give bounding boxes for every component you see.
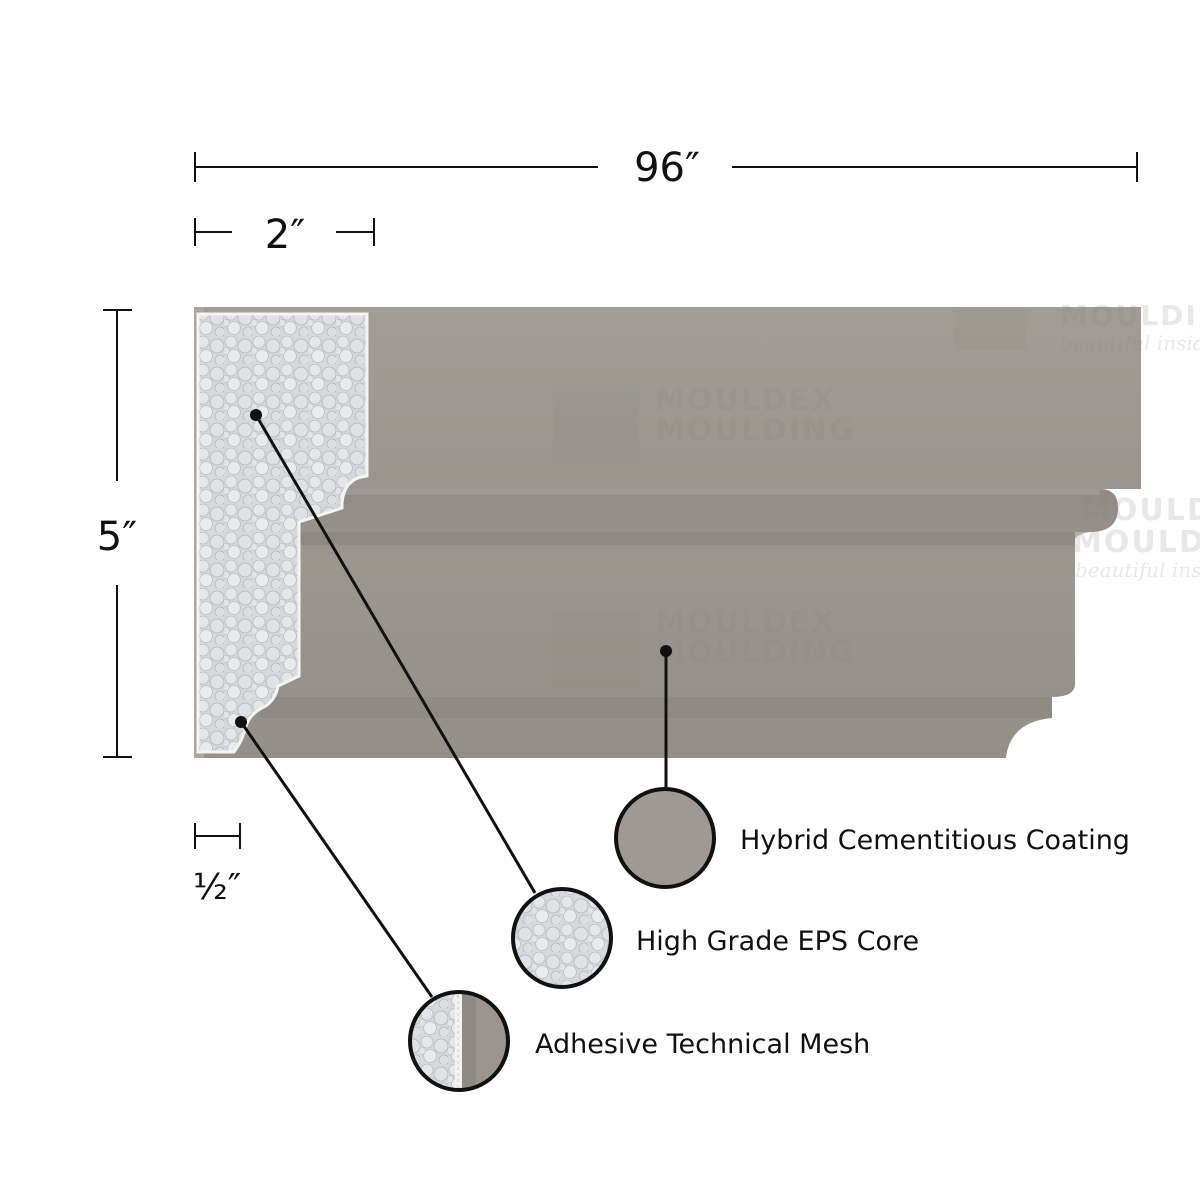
callout-label-foam: High Grade EPS Core	[636, 926, 919, 957]
swatch-coating	[614, 787, 716, 889]
fillet-shadow	[260, 697, 1052, 718]
watermark-logo	[553, 385, 639, 463]
dimension-length-label: 96″	[634, 145, 700, 191]
leader-dot-mesh	[235, 716, 247, 728]
swatch-mesh	[408, 990, 510, 1092]
moulding-body	[194, 307, 1141, 758]
lip-shadow	[300, 532, 1090, 545]
watermark-tagline-4: beautiful inside	[1075, 558, 1200, 582]
watermark-product-3: MOULDING	[1060, 299, 1200, 332]
lower-profile	[194, 489, 1118, 758]
watermark-tagline-3: beautiful inside	[1060, 331, 1200, 355]
watermark-brand-2: MOULDEX	[655, 605, 836, 640]
swatch-foam	[511, 887, 613, 989]
dimension-depth	[194, 218, 375, 246]
leader-dot-foam	[250, 409, 262, 421]
watermark-product-4: MOULDING	[1072, 525, 1200, 560]
watermark-logo-2	[553, 612, 639, 690]
watermark-logo-3	[955, 310, 1027, 350]
watermark-brand: MOULDEX	[655, 383, 836, 418]
watermark-product-2: MOULDING	[655, 635, 856, 670]
watermark-product: MOULDING	[655, 413, 856, 448]
callout-label-mesh: Adhesive Technical Mesh	[535, 1029, 870, 1060]
dimension-mesh-label: ½″	[193, 867, 241, 908]
dimension-mesh	[194, 823, 241, 849]
lip-highlight	[194, 489, 1100, 495]
leader-dot-coating	[660, 645, 672, 657]
watermark-brand-4: MOULDEX	[1080, 493, 1200, 528]
dimension-length	[194, 152, 1138, 182]
callout-label-coating: Hybrid Cementitious Coating	[740, 825, 1130, 856]
leader-mesh	[239, 721, 434, 998]
leader-lines	[239, 414, 668, 998]
eps-core	[196, 312, 369, 754]
dimension-depth-label: 2″	[265, 212, 305, 258]
watermark-group: MOULDEX MOULDING MOULDEX MOULDING MOULDI…	[553, 299, 1200, 690]
dimension-height	[103, 309, 132, 758]
dimension-height-label: 5″	[97, 514, 137, 560]
leader-foam	[254, 414, 537, 894]
